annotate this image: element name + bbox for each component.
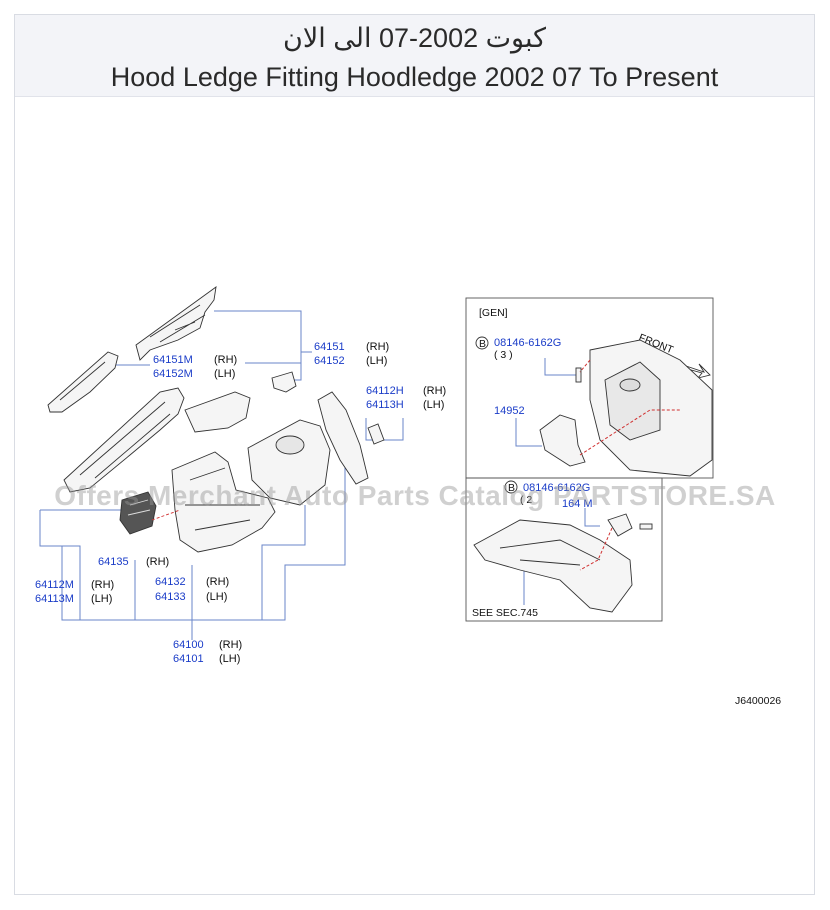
callout-64113h: 64113H <box>366 399 404 411</box>
drawing-code: J6400026 <box>735 695 781 707</box>
callout-64133: 64133 <box>155 591 186 603</box>
front-pillar-part <box>317 391 369 485</box>
callout-64133-side: (LH) <box>206 591 227 603</box>
inset-bolt-part: 08146-6162G <box>494 337 561 349</box>
callout-64135-side: (RH) <box>146 556 169 568</box>
callout-64152: 64152 <box>314 355 345 367</box>
page-title-arabic: كبوت 2002-07 الى الان <box>283 23 546 53</box>
inset-bottom-bolt-qty: ( 2 <box>520 494 532 506</box>
inset-floor-part <box>473 519 633 613</box>
callout-64135: 64135 <box>98 556 129 568</box>
callout-64112h-side: (RH) <box>423 385 446 397</box>
side-member-part <box>63 387 185 493</box>
main-callouts: 64151M (RH) 64152M (LH) 64151 (RH) 64152… <box>35 341 446 665</box>
page-header: كبوت 2002-07 الى الان Hood Ledge Fitting… <box>15 15 814 97</box>
callout-64152m: 64152M <box>153 368 193 380</box>
apron-upper-part <box>184 391 251 433</box>
callout-64152m-side: (LH) <box>214 368 235 380</box>
leader-lines <box>39 310 404 640</box>
bracket-64112h-part <box>367 423 385 445</box>
callout-64151: 64151 <box>314 341 345 353</box>
bolt-marker-circle <box>475 336 489 350</box>
callout-64132: 64132 <box>155 576 186 588</box>
inset-bottom-bracket-part: 164 M <box>562 498 593 510</box>
callout-64151-side: (RH) <box>366 341 389 353</box>
callout-64113m-side: (LH) <box>91 593 112 605</box>
upper-rail-part <box>47 351 119 413</box>
callout-64101-side: (LH) <box>219 653 240 665</box>
callout-64100: 64100 <box>173 639 204 651</box>
inset-gen-label: [GEN] <box>479 307 508 319</box>
bolt-marker-circle-2 <box>504 480 518 494</box>
callout-64132-side: (RH) <box>206 576 229 588</box>
inset-top: [GEN] B 08146-6162G ( 3 ) 14952 FRONT <box>465 297 714 479</box>
bolt-marker-letter-2: B <box>508 482 515 494</box>
inset-bottom-bracket-shape <box>607 513 633 537</box>
inset-bracket-part: 14952 <box>494 405 525 417</box>
callout-64100-side: (RH) <box>219 639 242 651</box>
page-title-english: Hood Ledge Fitting Hoodledge 2002 07 To … <box>110 62 719 92</box>
strut-housing-part <box>247 419 331 506</box>
callout-64152-side: (LH) <box>366 355 387 367</box>
callout-64151m: 64151M <box>153 354 193 366</box>
callout-64113h-side: (LH) <box>423 399 444 411</box>
callout-64112m-side: (RH) <box>91 579 114 591</box>
inset-bracket-14952-part <box>539 414 586 467</box>
inset-bolt-qty: ( 3 ) <box>494 349 513 361</box>
hood-ledge-panel-part <box>135 286 217 361</box>
main-parts-sketch <box>47 286 385 553</box>
watermark-text: Offers Merchant Auto Parts Catalog PARTS… <box>54 480 776 511</box>
callout-64151m-side: (RH) <box>214 354 237 366</box>
see-section-label: SEE SEC.745 <box>472 607 538 619</box>
callout-64112m: 64112M <box>35 579 74 591</box>
callout-64112h: 64112H <box>366 385 404 397</box>
callout-64113m: 64113M <box>35 593 74 605</box>
bracket-64151-part <box>271 371 297 393</box>
inset-bottom-bolt-part: 08146-6162G <box>523 482 590 494</box>
bolt-marker-letter: B <box>479 338 486 350</box>
inset-bottom: B 08146-6162G ( 2 164 M SEE SEC.745 <box>465 477 663 622</box>
callout-64101: 64101 <box>173 653 204 665</box>
